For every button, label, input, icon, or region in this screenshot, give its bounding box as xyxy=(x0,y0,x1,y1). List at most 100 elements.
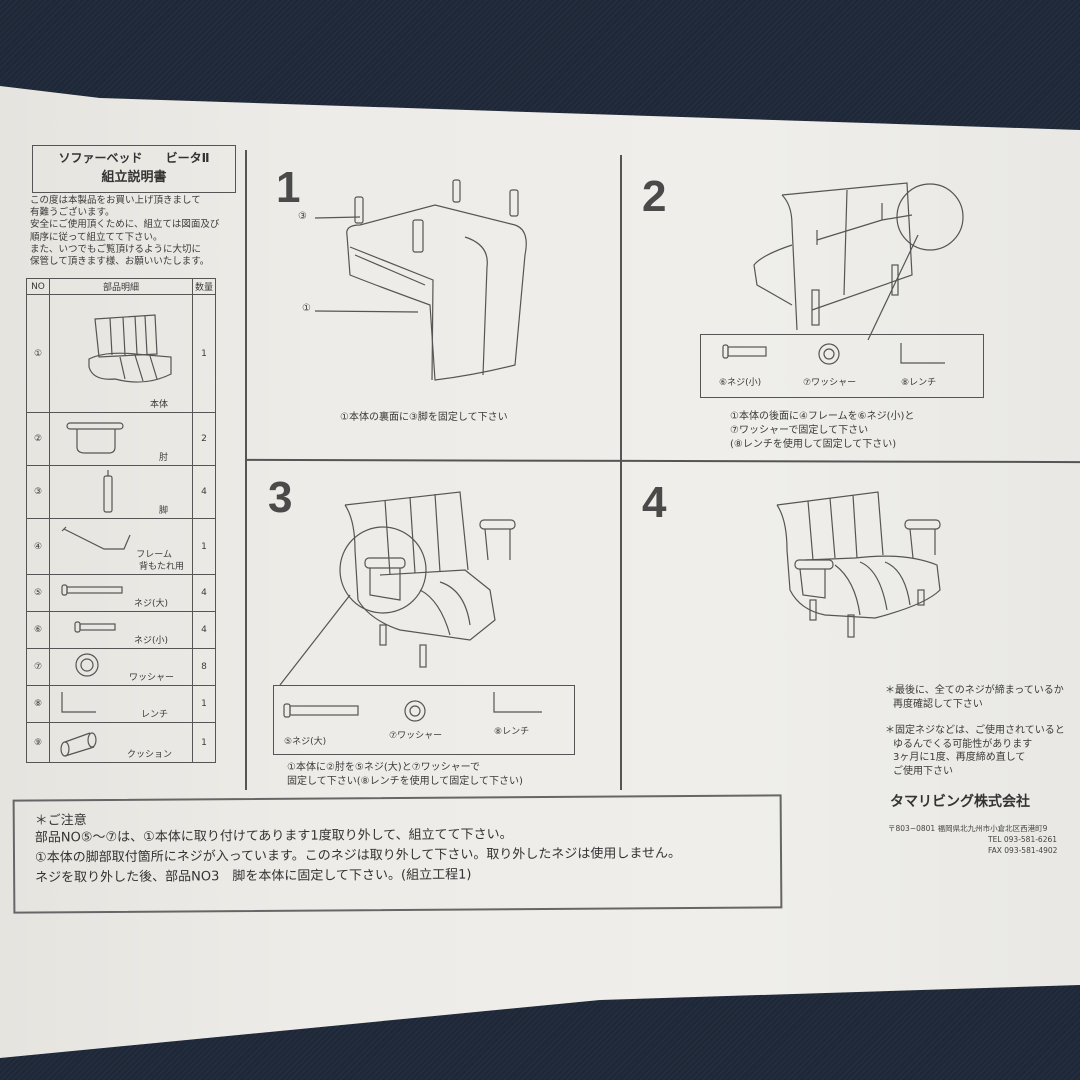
part-no: ④ xyxy=(26,518,50,575)
part-qty: 2 xyxy=(192,412,216,466)
washer-icon xyxy=(75,653,99,677)
part-label: ⑦ワッシャー xyxy=(389,731,443,741)
table-row: ③ 脚 4 xyxy=(26,465,216,519)
part-qty: 4 xyxy=(192,574,216,612)
header-desc: 部品明細 xyxy=(49,278,193,295)
part-no: ⑨ xyxy=(26,722,50,763)
table-row: ④ フレーム 背もたれ用 1 xyxy=(26,518,216,575)
step-4-diagram xyxy=(776,491,941,638)
part-name: 肘 xyxy=(158,453,168,463)
address-line: 〒803−0801 福岡県北九州市小倉北区西港町9 xyxy=(888,824,1048,833)
part-no: ① xyxy=(26,294,50,413)
header-qty: 数量 xyxy=(192,278,216,295)
note-line: 再度確認して下さい xyxy=(893,698,983,710)
part-desc: 肘 xyxy=(49,412,193,466)
part-desc: ワッシャー xyxy=(49,648,193,686)
parts-table: NO 部品明細 数量 ① 本体 1 ② 肘 2 ③ 脚 xyxy=(26,278,216,763)
caption-line: 固定して下さい(⑧レンチを使用して固定して下さい) xyxy=(287,776,523,787)
divider-left xyxy=(245,150,247,790)
step-2-number: 2 xyxy=(642,172,667,221)
part-qty: 4 xyxy=(192,611,216,649)
part-name: フレーム xyxy=(136,550,172,560)
step-3-parts-box: ⑤ネジ(大) ⑦ワッシャー ⑧レンチ xyxy=(273,685,575,755)
note-line: 3ヶ月に1度、再度締め直して xyxy=(893,752,1026,763)
part-label: ⑧レンチ xyxy=(901,378,937,388)
part-qty: 1 xyxy=(192,685,216,723)
screw-large-icon xyxy=(283,703,359,718)
screw-small-icon xyxy=(722,344,767,359)
table-row: ⑧ レンチ 1 xyxy=(26,685,216,723)
step-2-diagram xyxy=(753,182,964,341)
caution-box: ＊ご注意 部品NO⑤〜⑦は、①本体に取り付けてあります1度取り外して、組立てて下… xyxy=(12,794,783,914)
intro-line: 安全にご使用頂くために、組立ては図面及び xyxy=(30,219,220,231)
note-line: ご使用下さい xyxy=(893,765,953,777)
intro-line: また、いつでもご覧頂けるように大切に xyxy=(30,243,202,255)
part-desc: クッション xyxy=(49,722,193,763)
part-name: ワッシャー xyxy=(128,673,174,683)
part-name: ネジ(小) xyxy=(133,636,168,646)
phone-number: TEL 093-581-6261 xyxy=(988,835,1058,844)
armrest-icon xyxy=(66,422,124,454)
intro-line: この度は本製品をお買い上げ頂きまして xyxy=(30,195,201,206)
table-row: ⑦ ワッシャー 8 xyxy=(26,648,216,686)
step-4-number: 4 xyxy=(642,478,667,527)
part-no: ② xyxy=(26,412,50,466)
callout-body: ① xyxy=(302,303,311,314)
part-no: ⑥ xyxy=(26,611,50,649)
product-name: ビータⅡ xyxy=(165,151,210,165)
table-row: ① 本体 1 xyxy=(26,294,216,413)
product-type: ソファーベッド xyxy=(58,151,143,165)
part-desc: 脚 xyxy=(49,465,193,519)
title-box: ソファーベッド ビータⅡ 組立説明書 xyxy=(32,145,236,193)
fax-number: FAX 093-581-4902 xyxy=(988,846,1058,855)
part-desc: ネジ(小) xyxy=(49,611,193,649)
screw-small-icon xyxy=(74,621,116,633)
leg-icon xyxy=(103,470,113,513)
cushion-icon xyxy=(60,732,97,757)
part-label: ⑤ネジ(大) xyxy=(284,737,327,747)
wrench-icon xyxy=(900,343,945,364)
part-name: ネジ(大) xyxy=(133,599,168,609)
part-label: ⑥ネジ(小) xyxy=(719,378,762,388)
intro-text: この度は本製品をお買い上げ頂きまして 有難うございます。 安全にご使用頂くために… xyxy=(30,195,245,268)
note-line: ゆるんでくる可能性があります xyxy=(893,738,1033,750)
part-label: ⑧レンチ xyxy=(494,727,530,737)
part-no: ⑧ xyxy=(26,685,50,723)
part-name: クッション xyxy=(126,750,172,760)
wrench-icon xyxy=(61,692,96,713)
caption-line: ⑦ワッシャーで固定して下さい xyxy=(730,425,869,436)
step-3-number: 3 xyxy=(268,473,293,522)
washer-icon xyxy=(404,700,426,722)
part-desc: 本体 xyxy=(49,294,193,413)
part-name-sub: 背もたれ用 xyxy=(138,562,184,572)
frame-icon xyxy=(61,526,131,550)
sofa-body-icon xyxy=(88,314,172,383)
caption-line: ①本体に②肘を⑤ネジ(大)と⑦ワッシャーで xyxy=(287,762,481,773)
step-2-parts-box: ⑥ネジ(小) ⑦ワッシャー ⑧レンチ xyxy=(700,334,984,398)
document-title: 組立説明書 xyxy=(101,170,167,185)
step-3-diagram xyxy=(279,491,516,686)
part-desc: フレーム 背もたれ用 xyxy=(49,518,193,575)
part-qty: 1 xyxy=(192,294,216,413)
note-line: ＊固定ネジなどは、ご使用されていると xyxy=(885,725,1065,736)
part-desc: レンチ xyxy=(49,685,193,723)
step-1-diagram xyxy=(314,179,527,381)
company-address: 〒803−0801 福岡県北九州市小倉北区西港町9 TEL 093-581-62… xyxy=(888,823,1078,856)
table-row: ⑤ ネジ(大) 4 xyxy=(26,574,216,612)
note-line: ＊最後に、全てのネジが締まっているか xyxy=(885,685,1064,696)
part-name: レンチ xyxy=(140,710,168,720)
screw-large-icon xyxy=(61,584,123,596)
intro-line: 保管して頂きます様、お願いいたします。 xyxy=(30,256,210,268)
divider-center xyxy=(620,155,622,790)
part-no: ③ xyxy=(26,465,50,519)
part-qty: 1 xyxy=(192,722,216,763)
step-1-caption: ①本体の裏面に③脚を固定して下さい xyxy=(340,412,508,423)
step-1-number: 1 xyxy=(276,163,301,212)
final-notes: ＊最後に、全てのネジが締まっているか 再度確認して下さい ＊固定ネジなどは、ご使… xyxy=(885,684,1065,778)
table-row: ⑨ クッション 1 xyxy=(26,722,216,763)
step-2-caption: ①本体の後面に④フレームを⑥ネジ(小)と ⑦ワッシャーで固定して下さい (⑧レン… xyxy=(730,410,914,452)
part-no: ⑦ xyxy=(26,648,50,686)
callout-leg: ③ xyxy=(298,211,307,222)
caption-line: (⑧レンチを使用して固定して下さい) xyxy=(730,439,897,450)
header-no: NO xyxy=(26,278,50,295)
